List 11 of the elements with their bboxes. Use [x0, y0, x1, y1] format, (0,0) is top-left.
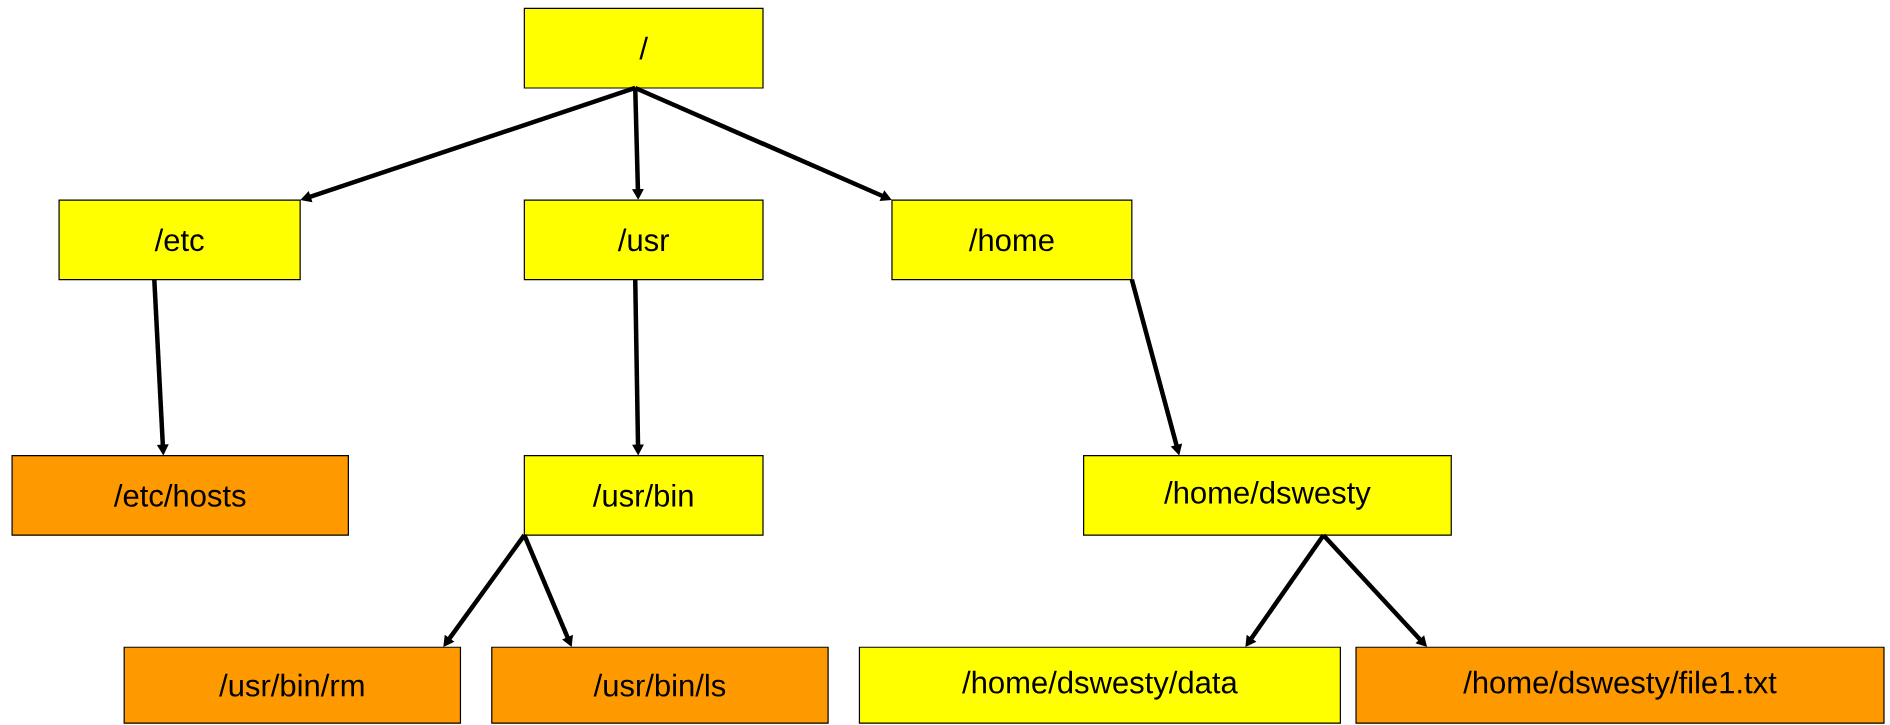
folder-box: /home/dswesty/data: [858, 646, 1341, 724]
folder-box: /home/dswesty: [1083, 455, 1452, 536]
folder-box: /: [523, 7, 764, 89]
file-box: /usr/bin/ls: [491, 646, 829, 724]
file-box: /etc/hosts: [11, 455, 349, 536]
folder-box: /home: [891, 199, 1133, 281]
folder-box: /etc: [58, 199, 301, 281]
file-box: /usr/bin/rm: [123, 646, 462, 724]
file-box: /home/dswesty/file1.txt: [1355, 646, 1885, 724]
folder-box: /usr/bin: [523, 455, 764, 536]
folder-box: /usr: [523, 199, 764, 281]
